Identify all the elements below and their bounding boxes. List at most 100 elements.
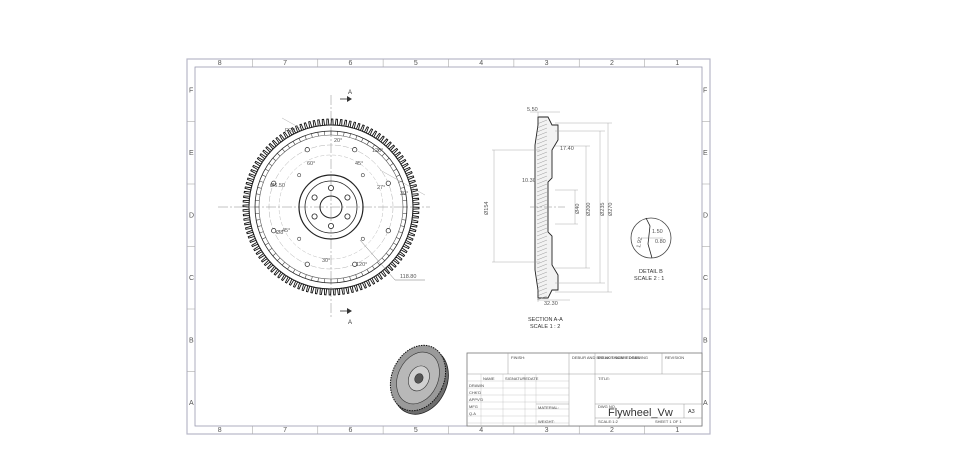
outer-bolt-hole	[304, 261, 310, 267]
detail-scale: SCALE 2 : 1	[634, 276, 664, 282]
zone-right-F: F	[703, 87, 707, 94]
detail-dim-1-50: 1.50	[652, 229, 663, 235]
zone-top-8: 8	[218, 60, 222, 67]
section-view[interactable]: 5.50 17.40 10.30 Ø154 Ø40 Ø200 Ø235 Ø270…	[484, 107, 614, 330]
tb-row-drawn: DRAWN	[469, 383, 484, 388]
section-profile	[534, 116, 559, 299]
zone-left-B: B	[189, 337, 194, 344]
tb-revision: REVISION	[665, 355, 684, 360]
hub-bore	[319, 195, 343, 219]
dim-dia-8: Ø8	[276, 230, 283, 236]
outer-bolt-holes	[271, 147, 391, 267]
detail-dim-0-80: 0.80	[655, 239, 666, 245]
title-block-frame	[466, 352, 703, 427]
zone-bottom-7: 7	[283, 427, 287, 434]
title-block-grid	[467, 374, 569, 426]
tb-row-chkd: CHK'D	[469, 390, 481, 395]
zone-left-D: D	[189, 212, 194, 219]
crank-bolt-holes	[297, 173, 365, 241]
dim-dia-200: Ø200	[586, 203, 592, 216]
dim-dia-235: Ø235	[600, 203, 606, 216]
dim-dia-154: Ø154	[484, 202, 490, 215]
crank-bolt-hole	[327, 184, 334, 191]
dim-angle-120-bottom: 120°	[356, 262, 367, 268]
dim-dia-6-50: Ø6.50	[270, 183, 285, 189]
dim-32-30: 32.30	[544, 301, 558, 307]
dim-r20: R20	[285, 128, 295, 134]
detail-dim-1-92: 1.92	[636, 237, 644, 249]
tb-row-appvd: APPV'D	[469, 397, 483, 402]
zone-right-D: D	[703, 212, 708, 219]
tb-deburr-note: DEBUR AND BREAK SHARP EDGES	[572, 355, 640, 360]
front-view[interactable]: R20 120° 20° 45° 60° Ø6.50 30° 120° 30° …	[218, 90, 430, 326]
tb-col-date: DATE	[528, 376, 539, 381]
dowel-hole	[297, 173, 302, 178]
dim-17-40: 17.40	[560, 146, 574, 152]
outer-bolt-hole	[385, 228, 391, 234]
zone-top-1: 1	[675, 60, 679, 67]
outer-bolt-hole	[271, 228, 277, 234]
tb-weight: WEIGHT:	[538, 419, 555, 424]
zone-bottom-5: 5	[414, 427, 418, 434]
ring-gear-root	[248, 124, 414, 290]
outer-bolt-hole	[352, 261, 358, 267]
zone-bottom-4: 4	[479, 427, 483, 434]
crank-bolt-hole	[344, 213, 351, 220]
zone-bottom-1: 1	[675, 427, 679, 434]
section-hatching	[536, 119, 548, 301]
flywheel-face	[258, 134, 404, 280]
tb-sheet-size: A3	[688, 409, 695, 415]
tb-material: MATERIAL:	[538, 405, 559, 410]
dim-angle-27: 27°	[377, 185, 385, 191]
tb-do-not-scale: DO NOT SCALE DRAWING	[598, 355, 648, 360]
zone-top-7: 7	[283, 60, 287, 67]
zone-right-E: E	[703, 150, 708, 157]
tb-drawing-name: Flywheel_Vw	[608, 407, 673, 419]
dim-dia-270: Ø270	[608, 203, 614, 216]
clutch-bolt-circle	[278, 154, 384, 260]
crank-bolt-hole	[311, 194, 318, 201]
dim-dia-40: Ø40	[575, 204, 581, 214]
outer-bolt-hole	[352, 147, 358, 153]
dim-angle-30-bottom: 30°	[322, 258, 330, 264]
title-block[interactable]: DEBUR AND BREAK SHARP EDGES DO NOT SCALE…	[466, 352, 703, 427]
zone-right-B: B	[703, 337, 708, 344]
crank-bolt-hole	[327, 222, 334, 229]
tb-col-signature: SIGNATURE	[505, 376, 528, 381]
zone-top-6: 6	[348, 60, 352, 67]
section-mark-top: A	[348, 90, 352, 96]
tb-row-mfg: MFG	[469, 404, 478, 409]
iso-bore	[414, 373, 424, 384]
dim-angle-60: 60°	[307, 161, 315, 167]
zone-top-2: 2	[610, 60, 614, 67]
dowel-hole	[360, 236, 365, 241]
zone-left-E: E	[189, 150, 194, 157]
dim-118-80: 118.80	[400, 274, 416, 280]
dim-angle-20: 20°	[334, 138, 342, 144]
dowel-hole	[360, 173, 365, 178]
tb-finish: FINISH:	[511, 355, 525, 360]
zone-right-A: A	[703, 400, 708, 407]
isometric-view[interactable]	[380, 336, 459, 423]
dim-5-50: 5.50	[527, 107, 538, 113]
section-title: SECTION A-A	[528, 317, 563, 323]
zone-bottom-8: 8	[218, 427, 222, 434]
section-mark-bottom: A	[348, 320, 352, 326]
crank-bolt-hole	[344, 194, 351, 201]
tb-col-name: NAME	[483, 376, 495, 381]
zone-left-A: A	[189, 400, 194, 407]
detail-tooth	[645, 217, 653, 259]
zone-bottom-6: 6	[348, 427, 352, 434]
outer-bolt-hole	[385, 180, 391, 186]
dim-angle-45-left: 45°	[282, 228, 290, 234]
detail-view[interactable]: 1.50 1.92 0.80 DETAIL B SCALE 2 : 1	[630, 217, 672, 282]
inner-slots	[255, 131, 407, 283]
ring-gear-inner	[254, 130, 408, 284]
tb-title-label: TITLE:	[598, 376, 610, 381]
tb-sheet: SHEET 1 OF 1	[655, 419, 682, 424]
tb-scale: SCALE:1:2	[598, 419, 619, 424]
tb-row-qa: Q.A	[469, 411, 476, 416]
zone-right-C: C	[703, 275, 708, 282]
